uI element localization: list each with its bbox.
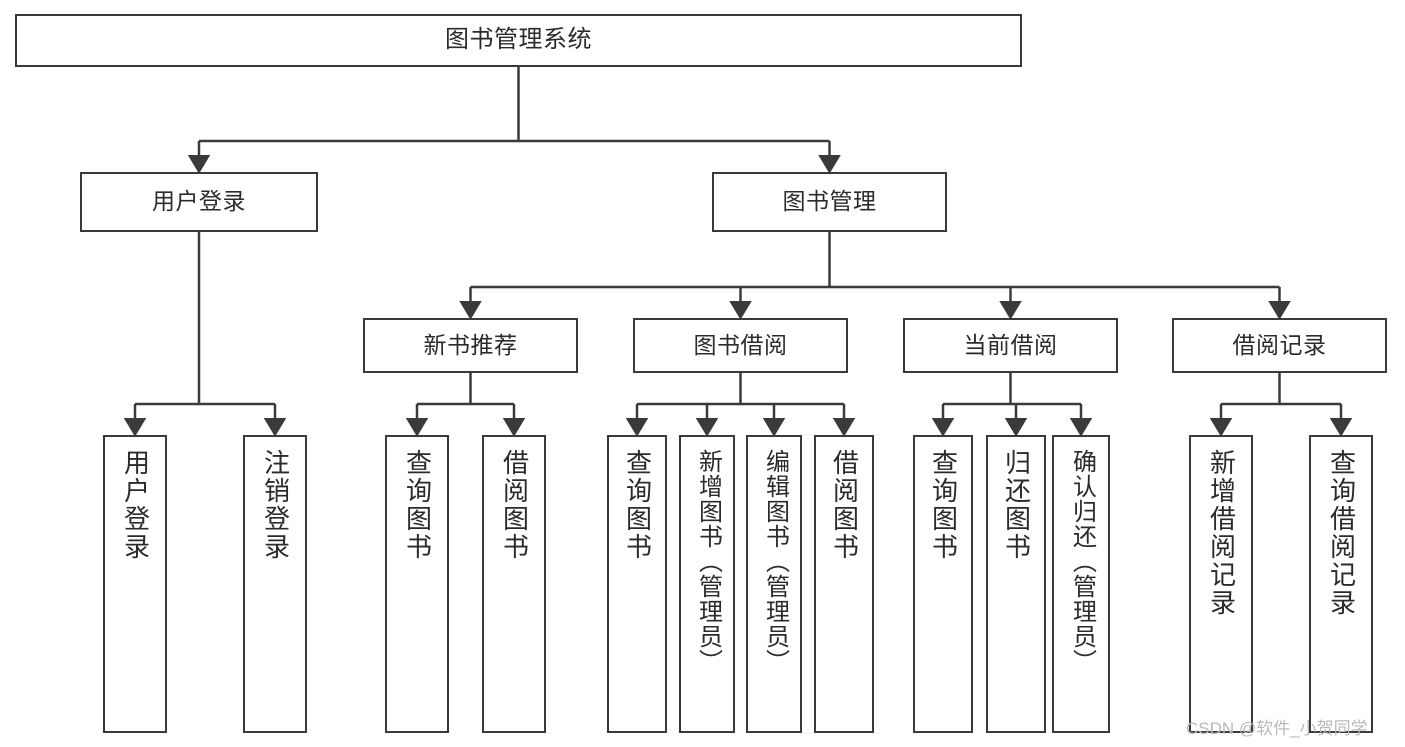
- node-leaf-borrow-book-2[interactable]: 借阅图书: [814, 435, 874, 733]
- node-leaf-user-logout[interactable]: 注销登录: [243, 435, 307, 733]
- node-label-leaf-confirm-return: 确认归还（管理员）: [1068, 449, 1096, 674]
- node-label-leaf-add-book: 新增图书（管理员）: [694, 449, 722, 674]
- watermark-text: CSDN @软件_小贺同学: [1186, 719, 1368, 738]
- node-label-leaf-user-logout: 注销登录: [260, 449, 291, 561]
- node-label-leaf-user-login: 用户登录: [120, 449, 151, 561]
- node-label-leaf-return-book: 归还图书: [1001, 449, 1032, 561]
- node-newbooks[interactable]: 新书推荐: [363, 318, 578, 373]
- node-records[interactable]: 借阅记录: [1172, 318, 1387, 373]
- node-leaf-user-login[interactable]: 用户登录: [103, 435, 167, 733]
- node-label-leaf-query-book-3: 查询图书: [928, 449, 959, 561]
- node-leaf-add-book[interactable]: 新增图书（管理员）: [679, 435, 735, 733]
- node-label-records: 借阅记录: [1232, 331, 1327, 358]
- node-label-leaf-query-book-2: 查询图书: [622, 449, 653, 561]
- node-label-leaf-edit-book: 编辑图书（管理员）: [761, 449, 789, 674]
- node-label-bookmgmt: 图书管理: [782, 188, 877, 215]
- node-leaf-query-book-2[interactable]: 查询图书: [607, 435, 667, 733]
- node-label-borrow: 图书借阅: [693, 331, 788, 358]
- node-label-newbooks: 新书推荐: [423, 331, 518, 358]
- node-label-leaf-query-record: 查询借阅记录: [1326, 449, 1357, 617]
- node-label-root: 图书管理系统: [445, 26, 592, 54]
- node-label-leaf-add-record: 新增借阅记录: [1206, 449, 1237, 617]
- node-label-login: 用户登录: [152, 188, 246, 215]
- node-leaf-query-book-1[interactable]: 查询图书: [385, 435, 449, 733]
- node-leaf-query-book-3[interactable]: 查询图书: [913, 435, 973, 733]
- node-leaf-add-record[interactable]: 新增借阅记录: [1189, 435, 1253, 733]
- node-leaf-confirm-return[interactable]: 确认归还（管理员）: [1052, 435, 1110, 733]
- node-borrow[interactable]: 图书借阅: [633, 318, 848, 373]
- node-leaf-return-book[interactable]: 归还图书: [986, 435, 1046, 733]
- node-bookmgmt[interactable]: 图书管理: [712, 172, 947, 232]
- node-leaf-edit-book[interactable]: 编辑图书（管理员）: [746, 435, 802, 733]
- node-current[interactable]: 当前借阅: [903, 318, 1118, 373]
- node-leaf-query-record[interactable]: 查询借阅记录: [1309, 435, 1373, 733]
- node-label-leaf-query-book-1: 查询图书: [402, 449, 433, 561]
- node-root[interactable]: 图书管理系统: [15, 14, 1022, 67]
- node-label-current: 当前借阅: [963, 331, 1058, 358]
- node-login[interactable]: 用户登录: [80, 172, 318, 232]
- node-label-leaf-borrow-book-2: 借阅图书: [829, 449, 860, 561]
- node-leaf-borrow-book-1[interactable]: 借阅图书: [482, 435, 546, 733]
- node-label-leaf-borrow-book-1: 借阅图书: [499, 449, 530, 561]
